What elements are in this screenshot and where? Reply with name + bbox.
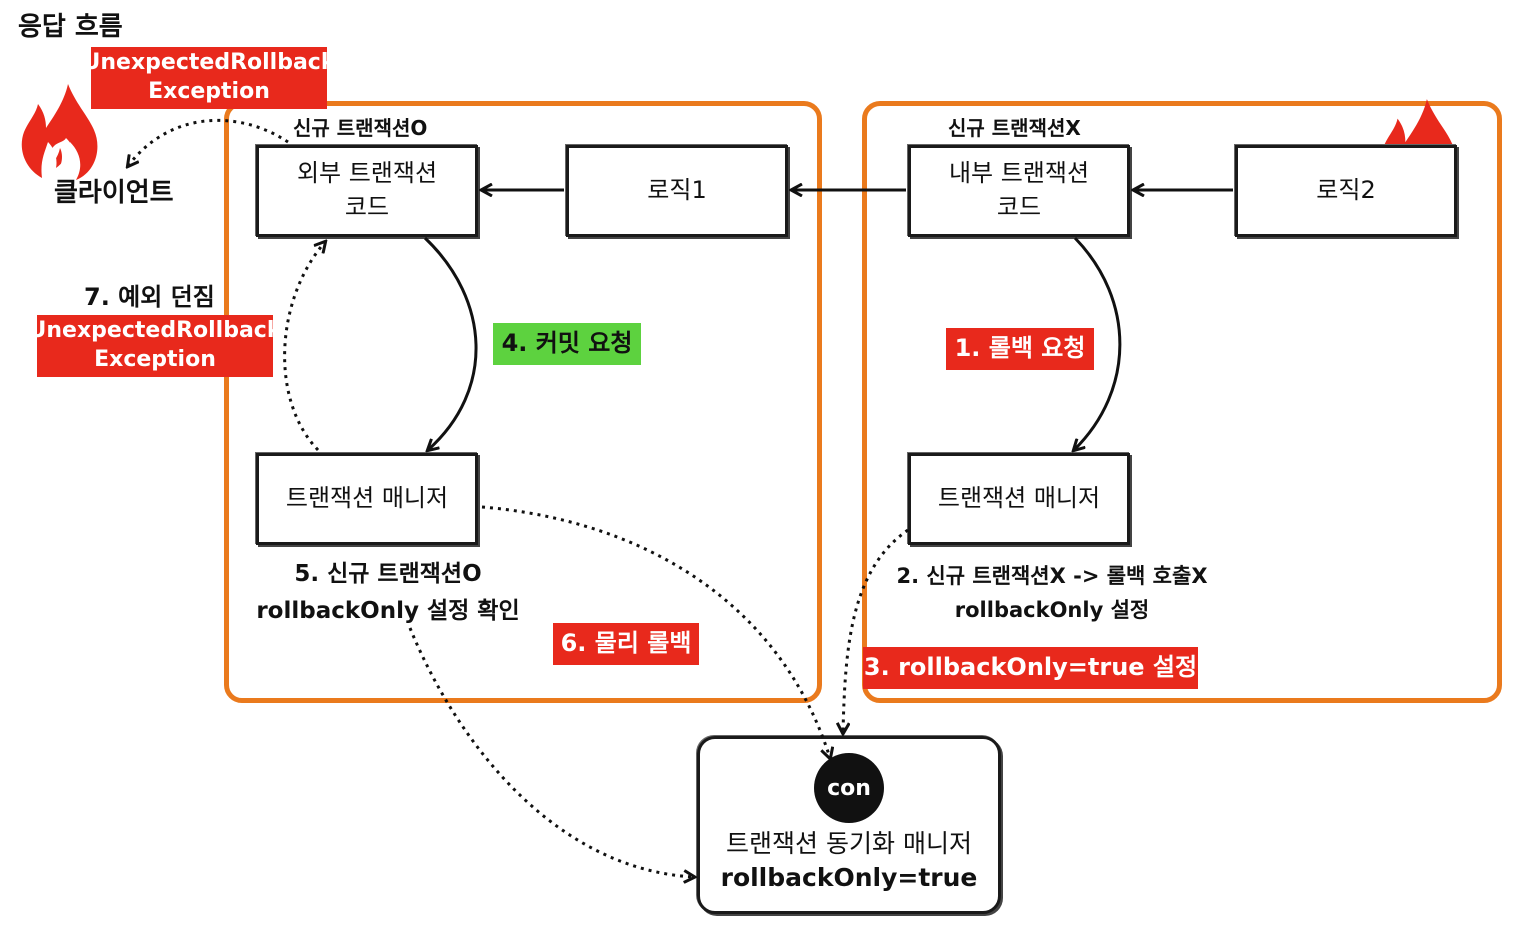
logic1-box: 로직1	[566, 145, 788, 237]
step4-commit-request-tag: 4. 커밋 요청	[493, 323, 641, 365]
step3-rollbackonly-tag: 3. rollbackOnly=true 설정	[863, 647, 1198, 689]
step2-note-line2: rollbackOnly 설정	[954, 597, 1150, 622]
arrow-outer-code-to-client	[128, 118, 289, 166]
arrow-outer-manager-to-con	[481, 505, 830, 758]
step5-note: 5. 신규 트랜잭션O rollbackOnly 설정 확인	[238, 556, 538, 630]
fire-icon	[21, 84, 98, 180]
arrow-outer-manager-to-outer-code	[283, 242, 325, 452]
exception-tag-step7: UnexpectedRollback Exception	[29, 315, 281, 377]
outer-transaction-frame	[224, 101, 822, 703]
step6-physical-rollback-tag: 6. 물리 롤백	[553, 623, 699, 665]
arrow-step5-to-sync-manager	[408, 627, 694, 877]
arrow-inner-manager-to-con	[843, 528, 909, 733]
step5-note-line1: 5. 신규 트랜잭션O	[294, 561, 482, 587]
step2-note-line1: 2. 신규 트랜잭션X -> 롤백 호출X	[896, 564, 1208, 588]
outer-code-line1: 외부 트랜잭션	[296, 159, 438, 188]
outer-transaction-code-box: 외부 트랜잭션 코드	[256, 145, 478, 237]
exception-tag-top-line2: Exception	[148, 79, 270, 104]
page-title: 응답 흐름	[18, 12, 123, 42]
outer-code-line2: 코드	[344, 193, 390, 221]
exception-tag-top-line1: UnexpectedRollback	[82, 50, 336, 76]
inner-transaction-label: 신규 트랜잭션X	[948, 116, 1081, 140]
sync-manager-title: 트랜잭션 동기화 매니저	[726, 829, 972, 858]
outer-transaction-label: 신규 트랜잭션O	[293, 116, 428, 140]
step2-note: 2. 신규 트랜잭션X -> 롤백 호출X rollbackOnly 설정	[882, 560, 1222, 627]
step7-label: 7. 예외 던짐	[84, 283, 215, 311]
exception-tag-step7-line1: UnexpectedRollback	[28, 318, 282, 344]
step5-note-line2: rollbackOnly 설정 확인	[256, 597, 520, 624]
inner-code-line1: 내부 트랜잭션	[948, 159, 1090, 188]
step1-rollback-request-tag: 1. 롤백 요청	[946, 328, 1094, 370]
client-label: 클라이언트	[54, 178, 174, 208]
connection-circle: con	[814, 753, 884, 823]
arrow-outer-code-to-manager	[423, 236, 478, 450]
exception-tag-top: UnexpectedRollback Exception	[83, 47, 335, 109]
sync-manager-rollbackonly: rollbackOnly=true	[720, 863, 978, 892]
exception-tag-step7-line2: Exception	[94, 347, 216, 372]
inner-transaction-manager-box: 트랜잭션 매니저	[908, 453, 1130, 545]
inner-transaction-code-box: 내부 트랜잭션 코드	[908, 145, 1130, 237]
logic2-box: 로직2	[1235, 145, 1457, 237]
arrow-inner-code-to-manager	[1074, 236, 1122, 450]
inner-transaction-frame	[862, 101, 1502, 703]
inner-code-line2: 코드	[996, 193, 1042, 221]
outer-transaction-manager-box: 트랜잭션 매니저	[256, 453, 478, 545]
